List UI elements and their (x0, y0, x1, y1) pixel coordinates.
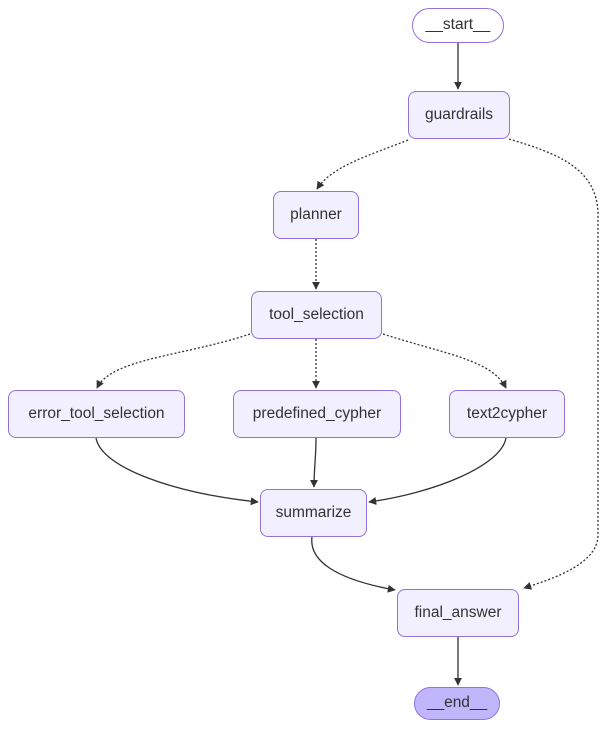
edge-predefined-cypher-summarize (310, 437, 319, 488)
node-text2cypher: text2cypher (449, 390, 565, 438)
edge-text2cypher-summarize (368, 437, 507, 505)
node-predefined-cypher-label: predefined_cypher (252, 404, 382, 422)
edge-tool-selection-text2cypher (382, 333, 507, 389)
edge-error-tool-selection-summarize (95, 437, 259, 506)
node-tool-selection-label: tool_selection (269, 305, 364, 323)
edge-tool-selection-error-tool-selection (96, 333, 251, 389)
node-summarize-label: summarize (275, 503, 352, 521)
node-guardrails: guardrails (408, 91, 510, 139)
node-final-answer-label: final_answer (414, 603, 502, 621)
node-error-tool-selection-label: error_tool_selection (28, 404, 165, 422)
node-summarize: summarize (260, 489, 367, 537)
node-start: __start__ (412, 8, 504, 43)
node-error-tool-selection: error_tool_selection (8, 390, 185, 438)
node-final-answer: final_answer (397, 589, 519, 637)
node-start-label: __start__ (425, 16, 491, 34)
edge-guardrails-planner (316, 139, 409, 190)
node-planner: planner (273, 191, 359, 239)
node-guardrails-label: guardrails (424, 105, 494, 123)
node-text2cypher-label: text2cypher (466, 404, 548, 422)
edge-summarize-final-answer (311, 536, 396, 593)
edge-guardrails-final-answer (508, 138, 599, 590)
node-planner-label: planner (290, 205, 342, 223)
node-end-label: __end__ (426, 694, 488, 712)
node-end: __end__ (414, 687, 500, 720)
node-predefined-cypher: predefined_cypher (233, 390, 401, 438)
node-tool-selection: tool_selection (251, 291, 382, 339)
